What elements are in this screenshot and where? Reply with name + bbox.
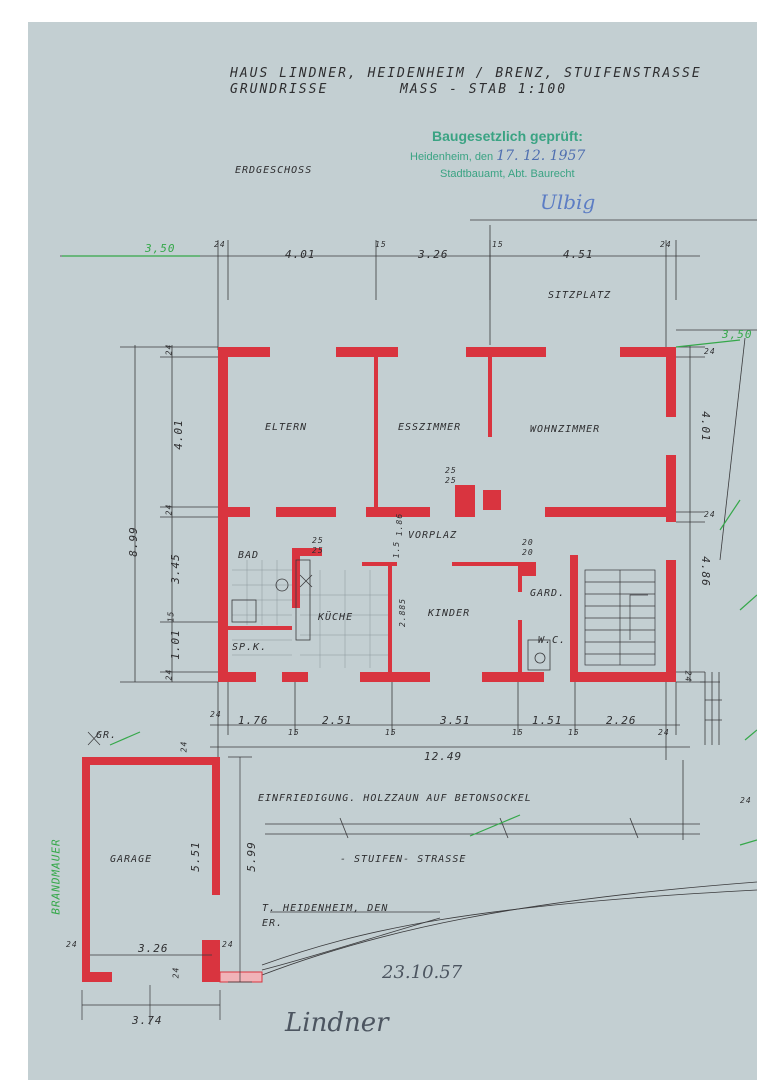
garage-drawing — [81, 731, 263, 1025]
room-speisekammer: SP.K. — [232, 642, 268, 653]
dim-top-24-right: 24 — [660, 240, 672, 249]
dim-bot-251: 2.51 — [322, 714, 353, 727]
dim-right-24-top: 24 — [704, 347, 716, 356]
drawing-subtitle: GRUNDRISSE — [230, 82, 329, 97]
dim-bot-24-right: 24 — [658, 728, 670, 737]
room-garage: GARAGE — [110, 854, 153, 865]
dim-top-24-left: 24 — [214, 240, 226, 249]
drawing-title: HAUS LINDNER, HEIDENHEIM / BRENZ, STUIFE… — [230, 66, 702, 81]
fence-note: EINFRIEDIGUNG. HOLZZAUN AUF BETONSOCKEL — [258, 793, 532, 804]
drawing-scale: MASS - STAB 1:100 — [400, 82, 568, 97]
dim-bot-15a: 15 — [288, 728, 300, 737]
green-pencil-marks — [62, 255, 757, 846]
dim-kinder-2885: 2.885 — [398, 597, 408, 628]
dim-top-15a: 15 — [375, 240, 387, 249]
stamp-signature: Ulbig — [540, 190, 596, 214]
partial-note-1: T. HEIDENHEIM, DEN — [262, 903, 389, 914]
room-bad: BAD — [238, 550, 260, 561]
garage-dim-24-left: 24 — [66, 940, 78, 949]
walls — [218, 347, 676, 682]
dim-right-offset: 3,50 — [722, 328, 753, 341]
dim-top-offset: 3,50 — [145, 242, 176, 255]
dim-vorplatz-15: 1.5 — [392, 540, 402, 559]
dim-left-345: 3.45 — [168, 553, 182, 584]
dim-gard-b: 20 — [522, 548, 534, 557]
dim-bot-351: 3.51 — [440, 714, 471, 727]
dim-left-24-top: 24 — [164, 343, 174, 356]
blueprint-sheet — [28, 22, 757, 1080]
fire-wall-note: BRANDMAUER — [49, 838, 63, 915]
dim-bot-24: 24 — [210, 710, 222, 719]
room-garderobe: GARD. — [530, 588, 566, 599]
garage-dim-551: 5.51 — [188, 841, 202, 872]
dim-bot-15b: 15 — [385, 728, 397, 737]
dim-left-101: 1.01 — [168, 629, 182, 660]
approval-stamp: Baugesetzlich geprüft: Heidenheim, den 1… — [410, 128, 585, 180]
street-note: - STUIFEN- STRASSE — [340, 854, 467, 865]
dim-bot-15d: 15 — [568, 728, 580, 737]
partial-note-2: ER. — [262, 918, 284, 929]
garage-dim-24-top: 24 — [179, 740, 189, 753]
staircase — [584, 569, 656, 666]
dim-bad-a: 25 — [312, 536, 324, 545]
dim-left-401: 4.01 — [171, 419, 185, 450]
stamp-place: Heidenheim, den — [410, 151, 494, 163]
dim-left-24-mid: 24 — [164, 503, 174, 516]
garage-dim-24-bot: 24 — [171, 966, 181, 979]
room-wc: W.C. — [538, 635, 567, 646]
dim-top-401: 4.01 — [285, 248, 316, 261]
garage-gr: GR. — [96, 730, 118, 741]
terrace-label: SITZPLATZ — [548, 290, 612, 301]
garage-dim-599: 5.99 — [244, 841, 258, 872]
dim-left-15: 15 — [166, 610, 176, 623]
dim-chimney-a: 25 — [445, 466, 457, 475]
owner-signature: Lindner — [285, 1008, 389, 1038]
dim-left-24-bot: 24 — [164, 668, 174, 681]
stamp-title: Baugesetzlich geprüft: — [432, 128, 583, 144]
dim-bot-15c: 15 — [512, 728, 524, 737]
pencil-date: 23.10.57 — [382, 962, 463, 983]
dim-edge-24: 24 — [740, 796, 752, 805]
dim-right-486: 4.86 — [698, 556, 712, 587]
room-kinder: KINDER — [428, 608, 471, 619]
room-vorplatz: VORPLAZ — [408, 530, 458, 541]
dim-right-24-mid: 24 — [704, 510, 716, 519]
dim-vorplatz-186: 1.86 — [395, 512, 405, 537]
room-kueche: KÜCHE — [318, 612, 354, 623]
dim-bot-151: 1.51 — [532, 714, 563, 727]
garage-dim-24-right: 24 — [222, 940, 234, 949]
dim-right-24-bot: 24 — [683, 670, 693, 683]
floor-label: ERDGESCHOSS — [235, 165, 313, 176]
dim-overall: 12.49 — [424, 750, 463, 763]
dim-right-401: 4.01 — [698, 411, 712, 442]
dim-top-326: 3.26 — [418, 248, 449, 261]
dim-bad-b: 25 — [312, 546, 324, 555]
room-esszimmer: ESSZIMMER — [398, 422, 462, 433]
dim-chimney-b: 25 — [445, 476, 457, 485]
dim-gard-a: 20 — [522, 538, 534, 547]
garage-dim-326: 3.26 — [138, 942, 169, 955]
garage-dim-374: 3.74 — [132, 1014, 163, 1027]
stamp-date: 17. 12. 1957 — [496, 148, 586, 164]
tile-hatching — [232, 560, 388, 668]
dim-bot-176: 1.76 — [238, 714, 269, 727]
stamp-office: Stadtbauamt, Abt. Baurecht — [440, 168, 575, 180]
dim-top-15b: 15 — [492, 240, 504, 249]
fixtures — [231, 559, 551, 671]
room-wohnzimmer: WOHNZIMMER — [530, 424, 601, 435]
stamp-place-line: Heidenheim, den 17. 12. 1957 — [410, 148, 585, 164]
dim-left-899: 8.99 — [126, 526, 140, 557]
dim-top-451: 4.51 — [563, 248, 594, 261]
room-eltern: ELTERN — [265, 422, 308, 433]
dim-bot-226: 2.26 — [606, 714, 637, 727]
thin-guide-lines — [60, 219, 757, 976]
